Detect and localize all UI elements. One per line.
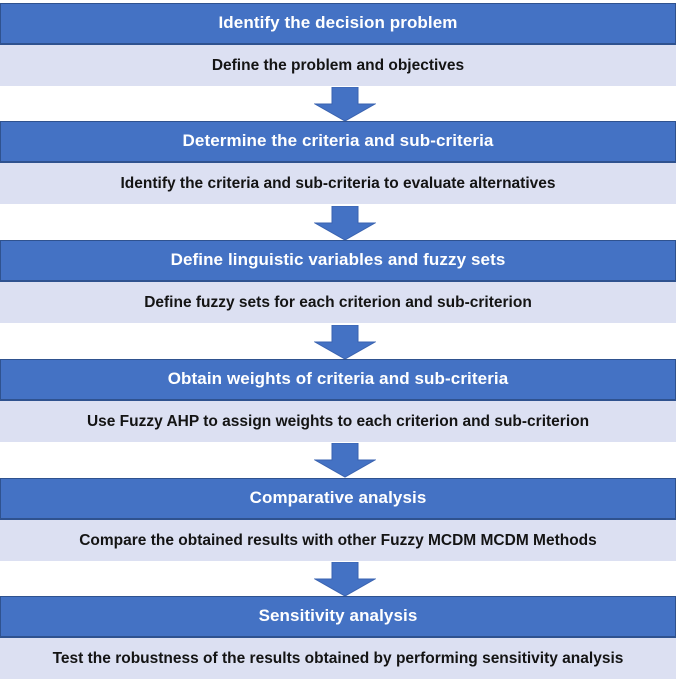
flow-step-1-title: Identify the decision problem (0, 3, 676, 45)
flow-connector-1 (314, 87, 376, 122)
flow-step-4-description: Use Fuzzy AHP to assign weights to each … (0, 401, 676, 442)
flow-step-6-description: Test the robustness of the results obtai… (0, 638, 676, 679)
flow-step-4-title: Obtain weights of criteria and sub-crite… (0, 359, 676, 401)
flow-step-2: Determine the criteria and sub-criteria … (0, 121, 676, 204)
flow-step-3-description: Define fuzzy sets for each criterion and… (0, 282, 676, 323)
arrow-down-icon (314, 325, 376, 360)
arrow-down-icon (314, 206, 376, 241)
flow-step-1-description: Define the problem and objectives (0, 45, 676, 86)
flow-step-6-title: Sensitivity analysis (0, 596, 676, 638)
arrow-down-icon (314, 443, 376, 478)
flow-step-3-title: Define linguistic variables and fuzzy se… (0, 240, 676, 282)
arrow-down-icon (314, 87, 376, 122)
flow-step-4: Obtain weights of criteria and sub-crite… (0, 359, 676, 442)
flow-step-5: Comparative analysis Compare the obtaine… (0, 478, 676, 561)
flow-connector-3 (314, 325, 376, 360)
flow-connector-4 (314, 443, 376, 478)
flow-step-2-title: Determine the criteria and sub-criteria (0, 121, 676, 163)
flow-step-1: Identify the decision problem Define the… (0, 3, 676, 86)
flow-connector-5 (314, 562, 376, 597)
flow-connector-2 (314, 206, 376, 241)
flow-step-6: Sensitivity analysis Test the robustness… (0, 596, 676, 679)
flow-step-2-description: Identify the criteria and sub-criteria t… (0, 163, 676, 204)
flow-step-5-description: Compare the obtained results with other … (0, 520, 676, 561)
flow-step-5-title: Comparative analysis (0, 478, 676, 520)
arrow-down-icon (314, 562, 376, 597)
flow-step-3: Define linguistic variables and fuzzy se… (0, 240, 676, 323)
